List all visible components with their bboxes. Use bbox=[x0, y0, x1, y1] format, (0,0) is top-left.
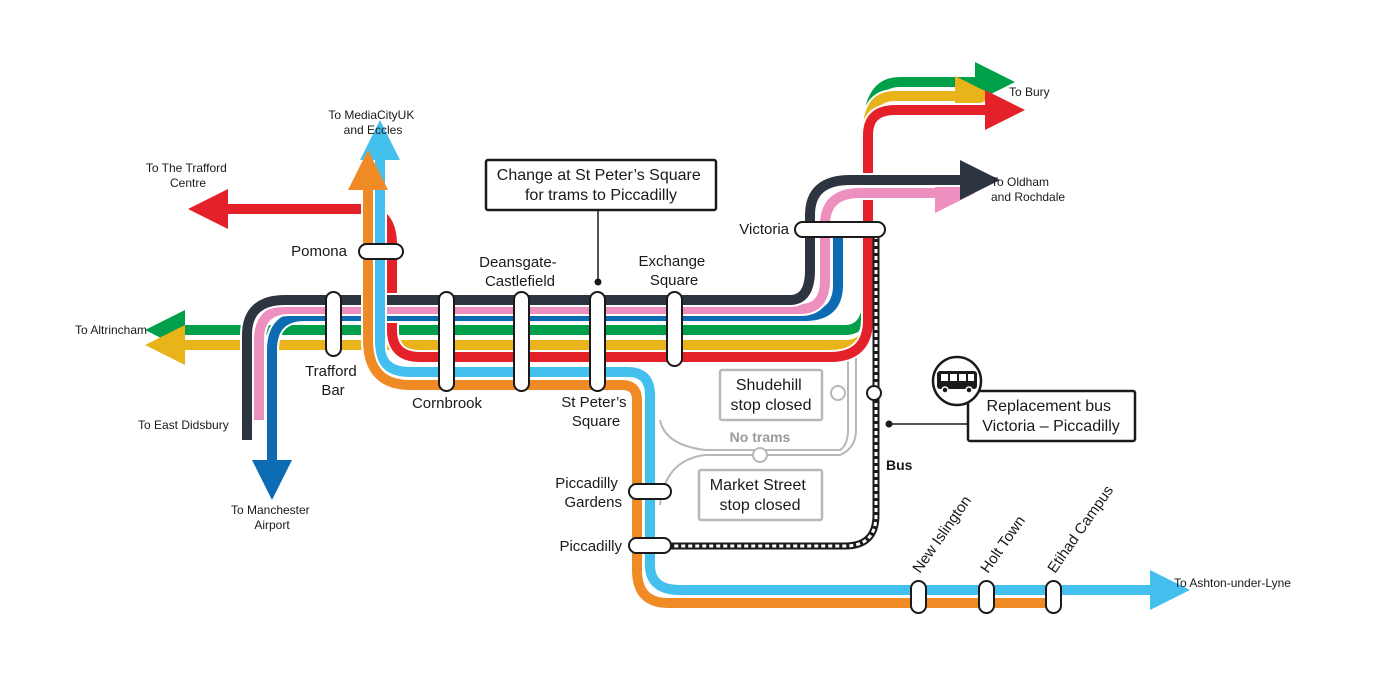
dest-mediacity: To MediaCityUK and Eccles bbox=[328, 108, 417, 137]
dest-bury: To Bury bbox=[1009, 85, 1050, 99]
dest-airport: To Manchester Airport bbox=[231, 503, 313, 532]
label-deansgate: Deansgate- Castlefield bbox=[479, 254, 561, 290]
piccadilly-stop[interactable] bbox=[628, 537, 672, 554]
svg-text:Market Street stop close: Market Street stop closed bbox=[710, 477, 810, 514]
piccadilly-gardens-stop[interactable] bbox=[628, 483, 672, 500]
label-exchange: Exchange Square bbox=[639, 253, 710, 289]
label-victoria: Victoria bbox=[739, 221, 789, 238]
new-islington-stop[interactable] bbox=[910, 580, 927, 614]
market-street-stop-marker bbox=[752, 447, 768, 463]
trafford-bar-stop[interactable] bbox=[325, 291, 342, 357]
label-piccadilly-gardens: Piccadilly Gardens bbox=[555, 475, 622, 511]
etihad-campus-stop[interactable] bbox=[1045, 580, 1062, 614]
bus-label: Bus bbox=[886, 457, 913, 473]
bus-icon bbox=[931, 355, 983, 407]
pomona-stop[interactable] bbox=[358, 243, 404, 260]
bus-pointer-dot bbox=[885, 420, 893, 428]
orange-line bbox=[348, 150, 1060, 610]
st-peters-stop[interactable] bbox=[589, 291, 606, 392]
holt-town-stop[interactable] bbox=[978, 580, 995, 614]
change-notice: Change at St Peter’s Square for trams to… bbox=[484, 158, 718, 286]
shudehill-notice: Shudehill stop closed bbox=[718, 368, 824, 422]
red-line bbox=[188, 90, 1025, 364]
dest-altrincham: To Altrincham bbox=[75, 323, 147, 337]
label-pomona: Pomona bbox=[291, 243, 348, 260]
replacement-bus-notice: Replacement bus Victoria – Piccadilly bbox=[966, 389, 1137, 443]
victoria-stop[interactable] bbox=[794, 221, 886, 238]
svg-text:Change at St Peter’s Square: Change at St Peter’s Square for trams to… bbox=[497, 167, 705, 204]
dest-east-didsbury: To East Didsbury bbox=[138, 418, 229, 432]
cornbrook-stop[interactable] bbox=[438, 291, 455, 392]
label-new-islington: New Islington bbox=[909, 493, 975, 577]
label-etihad: Etihad Campus bbox=[1044, 483, 1117, 577]
navy-line bbox=[240, 160, 1000, 445]
svg-text:Shudehill stop closed: Shudehill stop closed bbox=[731, 377, 812, 414]
bus-route bbox=[668, 235, 880, 550]
closed-section-lines bbox=[659, 350, 857, 506]
label-trafford-bar: Trafford Bar bbox=[305, 363, 361, 399]
exchange-square-stop[interactable] bbox=[666, 291, 683, 367]
label-cornbrook: Cornbrook bbox=[412, 395, 483, 412]
label-st-peters: St Peter’s Square bbox=[561, 394, 630, 430]
dest-ashton: To Ashton-under-Lyne bbox=[1174, 576, 1291, 590]
shudehill-stop-marker bbox=[830, 385, 846, 401]
market-street-notice: Market Street stop closed bbox=[697, 468, 824, 522]
dest-trafford-centre: To The Trafford Centre bbox=[146, 161, 230, 190]
pink-line bbox=[252, 173, 975, 425]
svg-text:Replacement bus Victoria: Replacement bus Victoria – Piccadilly bbox=[982, 398, 1120, 435]
label-holt-town: Holt Town bbox=[977, 513, 1029, 576]
dest-oldham: To Oldham and Rochdale bbox=[991, 175, 1065, 204]
no-trams-label: No trams bbox=[730, 429, 791, 445]
deansgate-stop[interactable] bbox=[513, 291, 530, 392]
label-piccadilly: Piccadilly bbox=[559, 538, 622, 555]
bus-stop-marker bbox=[866, 385, 882, 401]
